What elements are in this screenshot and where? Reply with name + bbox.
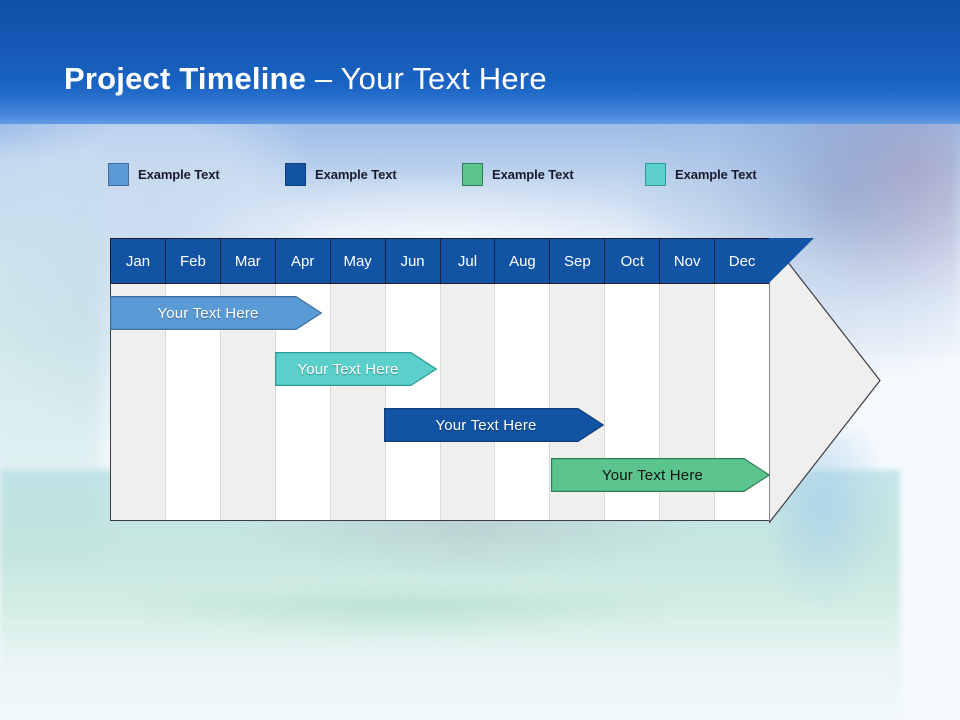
page-title-separator: – <box>306 61 341 96</box>
legend-swatch-icon-3 <box>462 163 483 186</box>
month-header-feb[interactable]: Feb <box>166 239 221 283</box>
legend-swatch-icon-1 <box>108 163 129 186</box>
legend-item-4[interactable]: Example Text <box>645 163 757 186</box>
page-title-bold: Project Timeline <box>64 61 307 96</box>
timeline-bar-3[interactable]: Your Text Here <box>384 408 604 442</box>
timeline-bar-label-3: Your Text Here <box>435 416 537 434</box>
legend: Example Text Example Text Example Text Exam… <box>108 163 848 199</box>
month-header-jul[interactable]: Jul <box>441 239 496 283</box>
month-header-aug[interactable]: Aug <box>495 239 551 283</box>
legend-label-4: Example Text <box>675 167 757 182</box>
page-title-regular: Your Text Here <box>340 61 547 96</box>
month-header-apr[interactable]: Apr <box>276 239 331 283</box>
legend-swatch-icon-4 <box>645 163 666 186</box>
title-banner <box>0 0 960 124</box>
legend-label-2: Example Text <box>315 167 397 182</box>
month-column-may <box>330 284 386 520</box>
timeline-arrow-head <box>768 236 881 525</box>
timeline-bar-2[interactable]: Your Text Here <box>275 352 437 386</box>
timeline-bar-shape-3 <box>384 408 604 442</box>
background-water-edge <box>60 596 880 716</box>
month-header-mar[interactable]: Mar <box>221 239 276 283</box>
timeline-arrow-head-shape <box>768 236 881 525</box>
legend-item-3[interactable]: Example Text <box>462 163 574 186</box>
timeline-bar-shape-4 <box>551 458 770 492</box>
month-header-may[interactable]: May <box>331 239 386 283</box>
timeline-bar-shape-1 <box>110 296 322 330</box>
legend-swatch-icon-2 <box>285 163 306 186</box>
page-title: Project Timeline – Your Text Here <box>64 58 547 100</box>
month-header-sep[interactable]: Sep <box>550 239 606 283</box>
month-header-dec[interactable]: Dec <box>728 252 756 270</box>
month-header-jan[interactable]: Jan <box>111 239 166 283</box>
timeline-bar-1[interactable]: Your Text Here <box>110 296 322 330</box>
month-header-jun[interactable]: Jun <box>386 239 441 283</box>
month-header-oct[interactable]: Oct <box>605 239 661 283</box>
legend-label-1: Example Text <box>138 167 220 182</box>
timeline-bar-label-4: Your Text Here <box>601 466 704 484</box>
month-column-jul <box>440 284 496 520</box>
timeline-bar-label-1: Your Text Here <box>157 304 259 322</box>
banner-sheen <box>0 90 960 124</box>
month-column-aug <box>495 284 551 520</box>
month-header-nov[interactable]: Nov <box>660 239 716 283</box>
legend-item-1[interactable]: Example Text <box>108 163 220 186</box>
legend-item-2[interactable]: Example Text <box>285 163 397 186</box>
timeline-bar-4[interactable]: Your Text Here <box>551 458 770 492</box>
legend-label-3: Example Text <box>492 167 574 182</box>
timeline-bar-shape-2 <box>275 352 437 386</box>
month-column-jun <box>385 284 441 520</box>
timeline-bar-label-2: Your Text Here <box>297 360 399 378</box>
